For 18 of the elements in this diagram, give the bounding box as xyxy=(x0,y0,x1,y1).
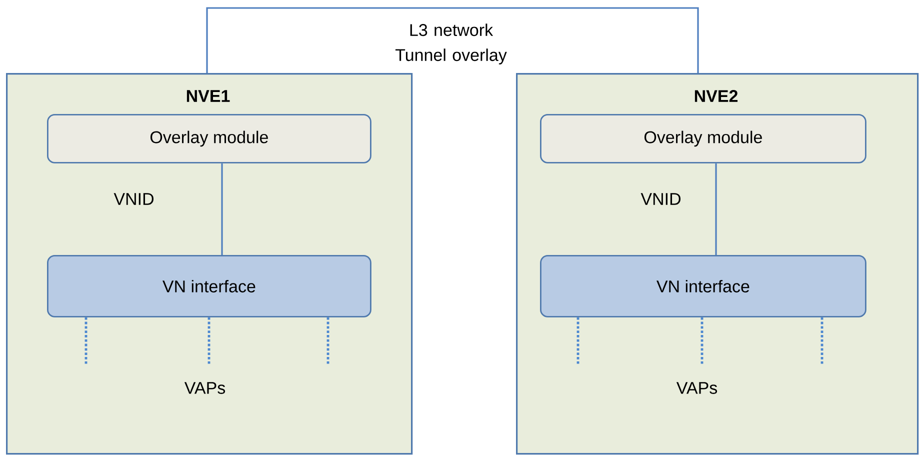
connector-line xyxy=(206,7,699,73)
interface-box: VN interface xyxy=(540,255,866,318)
module-box: Overlay module xyxy=(47,114,372,164)
dotted-line xyxy=(700,317,704,365)
dotted-line xyxy=(576,317,580,365)
dotted-line xyxy=(820,317,824,365)
interface-box: VN interface xyxy=(47,255,372,318)
dotted-line xyxy=(84,317,88,365)
dotted-line xyxy=(208,317,210,365)
edge-label: L3 network Tunnel overlay xyxy=(395,24,507,64)
connector-line xyxy=(715,163,717,255)
edge-label: VNID xyxy=(114,193,154,205)
text-label: VAPs xyxy=(676,382,718,394)
edge-label: VNID xyxy=(640,193,680,205)
connector-line xyxy=(221,163,223,255)
module-box: Overlay module xyxy=(540,114,866,164)
dotted-line xyxy=(326,317,330,365)
text-label: VAPs xyxy=(184,382,226,394)
